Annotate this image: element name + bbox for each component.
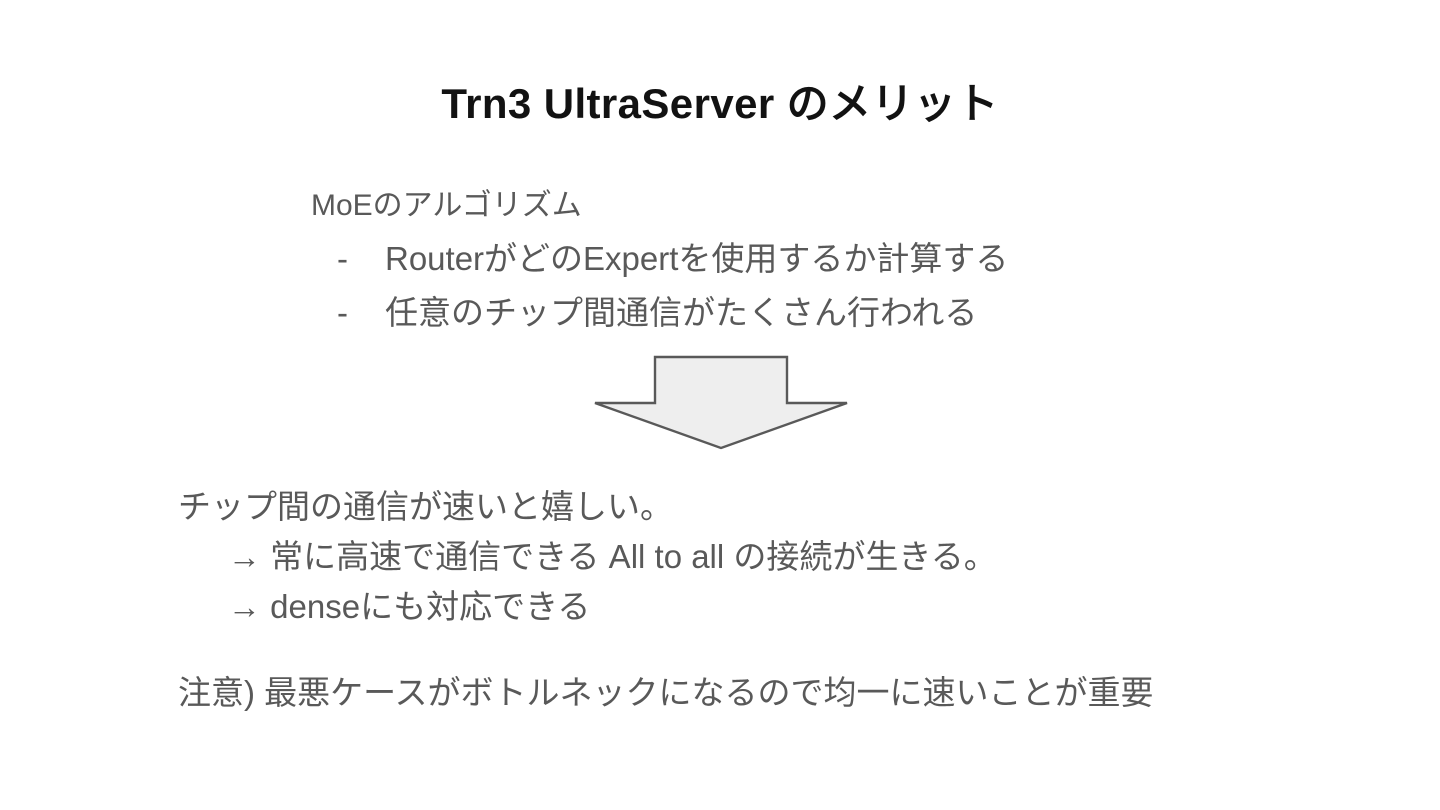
list-item-label: RouterがどのExpertを使用するか計算する (385, 240, 1009, 278)
arrow-polygon (594, 355, 848, 450)
conclusion-lead-line: チップ間の通信が速いと嬉しい。 (178, 488, 673, 525)
moe-heading: MoEのアルゴリズム (311, 189, 582, 222)
moe-bullet-list: - RouterがどのExpertを使用するか計算する - 任意のチップ間通信が… (311, 232, 1008, 339)
caution-note: 注意) 最悪ケースがボトルネックになるので均一に速いことが重要 (178, 674, 1154, 712)
list-item-label: 任意のチップ間通信がたくさん行われる (385, 293, 978, 331)
vertical-spacer (178, 632, 1154, 668)
conclusion-consequence-line: → denseにも対応できる (228, 588, 591, 626)
conclusion-block: チップ間の通信が速いと嬉しい。 → 常に高速で通信できる All to all … (178, 482, 1154, 719)
down-arrow-icon (592, 355, 850, 451)
conclusion-consequence-line: → 常に高速で通信できる All to all の接続が生きる。 (228, 538, 997, 576)
page-title: Trn3 UltraServer のメリット (441, 80, 999, 127)
dash-bullet-icon: - (337, 293, 348, 331)
list-item: - 任意のチップ間通信がたくさん行われる (311, 286, 1008, 339)
down-arrow-shape (594, 355, 848, 450)
dash-bullet-icon: - (337, 240, 348, 278)
moe-algorithm-block: MoEのアルゴリズム - RouterがどのExpertを使用するか計算する -… (311, 186, 1008, 339)
list-item: - RouterがどのExpertを使用するか計算する (311, 232, 1008, 285)
